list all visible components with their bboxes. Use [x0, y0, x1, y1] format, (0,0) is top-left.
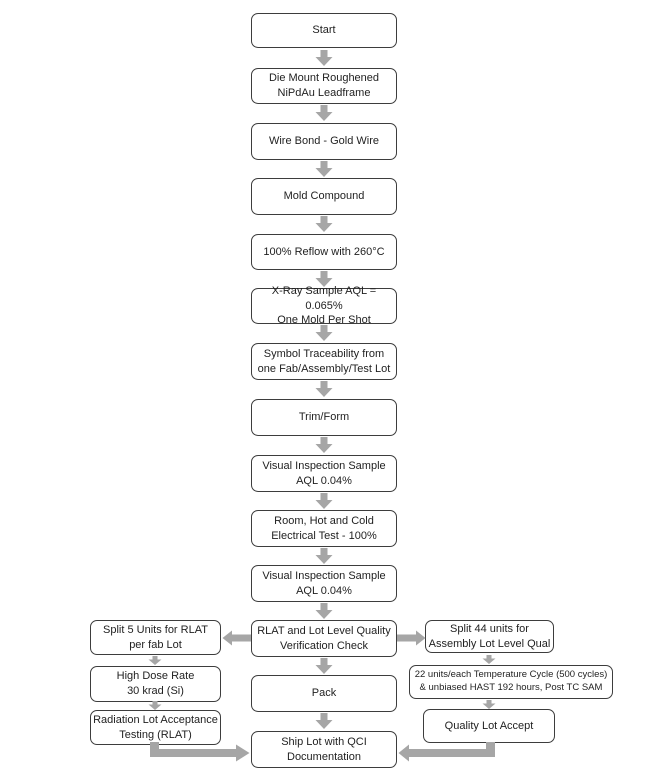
- right-arrow-radiation-to-ship-lot: [150, 744, 250, 762]
- down-arrow-split44-to-temp-cycle: [482, 655, 496, 664]
- flow-node-electrical-test: Room, Hot and Cold Electrical Test - 100…: [251, 510, 397, 547]
- down-arrow-visual-1-to-electrical: [315, 493, 333, 509]
- down-arrow-electrical-to-visual-2: [315, 548, 333, 564]
- down-arrow-xray-to-traceability: [315, 325, 333, 341]
- down-arrow-pack-to-ship-lot: [315, 713, 333, 729]
- flow-node-high-dose-rate: High Dose Rate 30 krad (Si): [90, 666, 221, 702]
- down-arrow-start-to-die-mount: [315, 50, 333, 66]
- connector-stub-quality-to-ship: [486, 742, 495, 750]
- flow-node-split-5-units: Split 5 Units for RLAT per fab Lot: [90, 620, 221, 655]
- flow-node-symbol-traceability: Symbol Traceability from one Fab/Assembl…: [251, 343, 397, 380]
- left-arrow-rlat-check-to-split5: [222, 630, 251, 646]
- flow-node-temp-cycle-hast: 22 units/each Temperature Cycle (500 cyc…: [409, 665, 613, 699]
- down-arrow-reflow-to-xray: [315, 271, 333, 287]
- flow-node-pack: Pack: [251, 675, 397, 712]
- flow-node-visual-inspection-2: Visual Inspection Sample AQL 0.04%: [251, 565, 397, 602]
- flow-node-mold-compound: Mold Compound: [251, 178, 397, 215]
- down-arrow-high-dose-to-radiation: [148, 701, 162, 710]
- flow-node-start: Start: [251, 13, 397, 48]
- flow-node-trim-form: Trim/Form: [251, 399, 397, 436]
- flow-node-radiation-lot-acceptance: Radiation Lot Acceptance Testing (RLAT): [90, 710, 221, 745]
- flow-node-quality-lot-accept: Quality Lot Accept: [423, 709, 555, 743]
- down-arrow-rlat-check-to-pack: [315, 658, 333, 674]
- down-arrow-visual-2-to-rlat-check: [315, 603, 333, 619]
- flow-node-xray-sample: X-Ray Sample AQL = 0.065% One Mold Per S…: [251, 285, 397, 326]
- flow-node-visual-inspection-1: Visual Inspection Sample AQL 0.04%: [251, 455, 397, 492]
- flow-node-wire-bond: Wire Bond - Gold Wire: [251, 123, 397, 160]
- flow-node-split-44-units: Split 44 units for Assembly Lot Level Qu…: [425, 620, 554, 653]
- down-arrow-trim-form-to-visual-1: [315, 437, 333, 453]
- flow-node-ship-lot: Ship Lot with QCI Documentation: [251, 731, 397, 768]
- flow-node-die-mount: Die Mount Roughened NiPdAu Leadframe: [251, 68, 397, 104]
- down-arrow-wire-bond-to-mold: [315, 161, 333, 177]
- flow-node-rlat-verification: RLAT and Lot Level Quality Verification …: [251, 620, 397, 657]
- flow-node-reflow: 100% Reflow with 260°C: [251, 234, 397, 270]
- left-arrow-quality-to-ship-lot: [398, 744, 495, 762]
- down-arrow-split5-to-high-dose: [148, 656, 162, 665]
- down-arrow-temp-cycle-to-quality: [482, 700, 496, 709]
- connector-stub-radiation-to-ship: [150, 742, 159, 750]
- down-arrow-traceability-to-trim-form: [315, 381, 333, 397]
- down-arrow-mold-to-reflow: [315, 216, 333, 232]
- down-arrow-die-mount-to-wire-bond: [315, 105, 333, 121]
- right-arrow-rlat-check-to-split44: [397, 630, 426, 646]
